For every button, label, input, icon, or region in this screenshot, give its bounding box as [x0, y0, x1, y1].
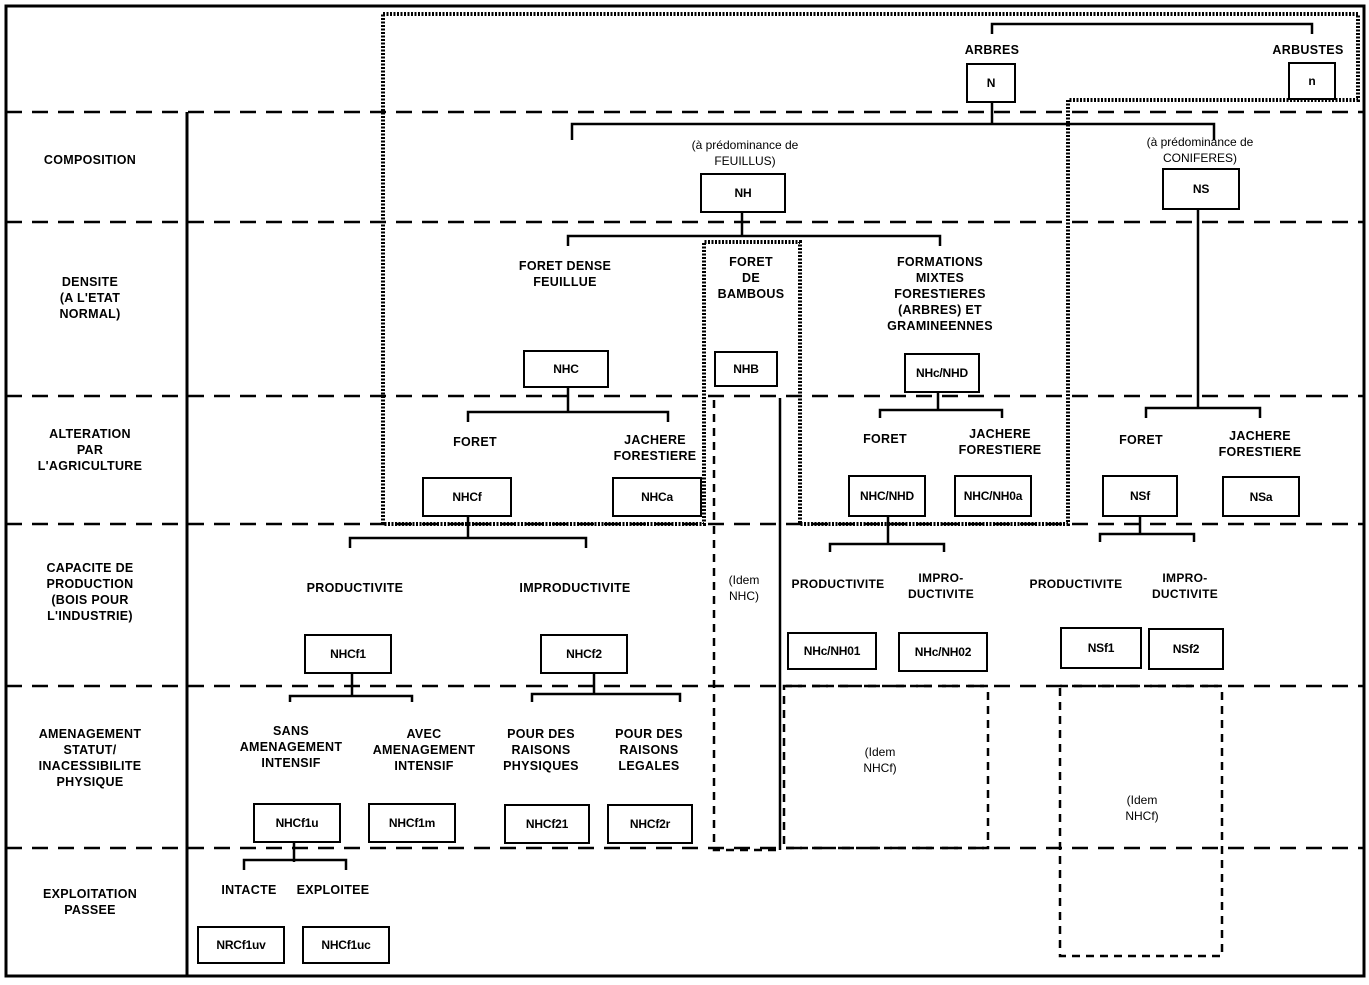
sans-amenagement-label: SANS AMENAGEMENT INTENSIF: [239, 724, 343, 770]
node-NHCf2r[interactable]: NHCf2r: [607, 804, 693, 844]
node-NSf2[interactable]: NSf2: [1148, 628, 1224, 670]
level-label-production: CAPACITE DE PRODUCTION (BOIS POUR L'INDU…: [46, 561, 134, 623]
bambous-label: FORET DE BAMBOUS: [717, 255, 785, 301]
raisons-physiques-label: POUR DES RAISONS PHYSIQUES: [503, 727, 579, 773]
node-NRCf1uv[interactable]: NRCf1uv: [197, 926, 285, 964]
level-label-composition: COMPOSITION: [43, 153, 137, 167]
exploitee-label: EXPLOITEE: [296, 883, 370, 897]
node-N[interactable]: N: [966, 63, 1016, 103]
intacte-label: INTACTE: [221, 883, 277, 897]
coniferes-label: (à prédominance de CONIFERES): [1146, 135, 1254, 165]
idem-regions: [712, 400, 1224, 958]
level-label-exploitation: EXPLOITATION PASSEE: [42, 887, 138, 917]
node-NHB[interactable]: NHB: [714, 351, 778, 387]
node-NHCf1m[interactable]: NHCf1m: [368, 803, 456, 843]
nhc-foret-label: FORET: [453, 435, 497, 449]
level-label-densite: DENSITE (A L'ETAT NORMAL): [59, 275, 121, 321]
idem-nhc-note: (Idem NHC): [728, 573, 760, 603]
ns-foret-label: FORET: [1119, 433, 1163, 447]
outer-frame: [4, 4, 1366, 978]
arbustes-label: ARBUSTES: [1272, 43, 1344, 57]
node-NHC-NH0a[interactable]: NHC/NH0a: [954, 475, 1032, 517]
level-label-amenagement: AMENAGEMENT STATUT/ INACESSIBILITE PHYSI…: [38, 727, 142, 789]
node-NHCf[interactable]: NHCf: [422, 477, 512, 517]
avec-amenagement-label: AVEC AMENAGEMENT INTENSIF: [372, 727, 476, 773]
node-NSa[interactable]: NSa: [1222, 476, 1300, 517]
mix-productivite-label: PRODUCTIVITE: [791, 577, 885, 591]
node-NHC-NHD[interactable]: NHC/NHD: [848, 475, 926, 517]
node-NHCf1uc[interactable]: NHCf1uc: [302, 926, 390, 964]
mix-foret-label: FORET: [863, 432, 907, 446]
arbres-label: ARBRES: [964, 43, 1020, 57]
node-NHc-NH02[interactable]: NHc/NH02: [898, 632, 988, 672]
node-NHc-NH01[interactable]: NHc/NH01: [787, 632, 877, 670]
ns-productivite-label: PRODUCTIVITE: [1029, 577, 1123, 591]
idem-nhcf-note-mix: (Idem NHCf): [863, 745, 897, 775]
node-n[interactable]: n: [1288, 62, 1336, 100]
nhc-improductivite-label: IMPRODUCTIVITE: [519, 581, 631, 595]
node-NHCa[interactable]: NHCa: [612, 477, 702, 517]
node-NSf[interactable]: NSf: [1102, 475, 1178, 517]
node-NHCf2[interactable]: NHCf2: [540, 634, 628, 674]
formations-mixtes-label: FORMATIONS MIXTES FORESTIERES (ARBRES) E…: [887, 255, 993, 333]
feuillus-label: (à prédominance de FEUILLUS): [691, 138, 799, 168]
node-NH[interactable]: NH: [700, 173, 786, 213]
ns-jachere-label: JACHERE FORESTIERE: [1218, 429, 1302, 459]
level-label-alteration: ALTERATION PAR L'AGRICULTURE: [37, 427, 143, 473]
node-NS[interactable]: NS: [1162, 168, 1240, 210]
mix-jachere-label: JACHERE FORESTIERE: [958, 427, 1042, 457]
foret-dense-label: FORET DENSE FEUILLUE: [518, 259, 612, 289]
node-NSf1[interactable]: NSf1: [1060, 627, 1142, 669]
node-NHC[interactable]: NHC: [523, 350, 609, 388]
node-NHCf21[interactable]: NHCf21: [504, 804, 590, 844]
nhc-jachere-label: JACHERE FORESTIERE: [613, 433, 697, 463]
node-NHCf1[interactable]: NHCf1: [304, 634, 392, 674]
connector-lines: [242, 22, 1314, 870]
idem-nhcf-note-ns: (Idem NHCf): [1125, 793, 1159, 823]
ns-improductivite-label: IMPRO- DUCTIVITE: [1151, 571, 1219, 601]
node-NHCf1u[interactable]: NHCf1u: [253, 803, 341, 843]
node-NHc-NHD[interactable]: NHc/NHD: [904, 353, 980, 393]
mix-improductivite-label: IMPRO- DUCTIVITE: [907, 571, 975, 601]
raisons-legales-label: POUR DES RAISONS LEGALES: [615, 727, 683, 773]
nhc-productivite-label: PRODUCTIVITE: [306, 581, 404, 595]
